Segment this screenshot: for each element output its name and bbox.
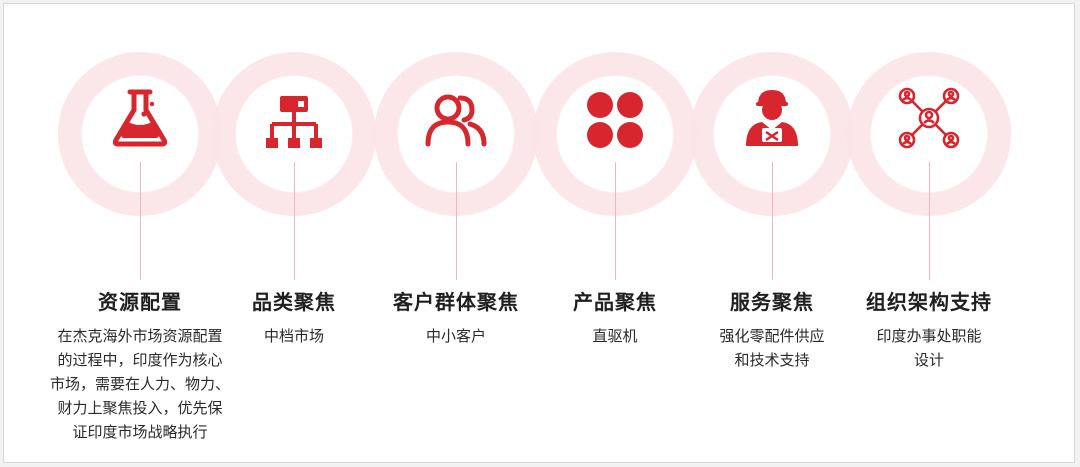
description-line: 的过程中，印度作为核心	[57, 351, 223, 369]
connector-line-3	[456, 162, 457, 280]
item-description: 在杰克海外市场资源配置 的过程中，印度作为核心 市场，需要在人力、物力、 财力上…	[45, 324, 235, 444]
connector-line-5	[772, 162, 773, 280]
item-title: 品类聚焦	[252, 290, 336, 314]
item-title: 产品聚焦	[573, 290, 657, 314]
flask-icon	[108, 86, 172, 150]
description-line: 财力上聚焦投入，优先保	[57, 399, 223, 417]
connector-line-2	[294, 162, 295, 280]
connector-line-1	[140, 162, 141, 280]
connector-line-6	[929, 162, 930, 280]
item-title: 服务聚焦	[730, 290, 814, 314]
description-line: 中小客户	[425, 327, 486, 345]
service-technician-icon	[740, 86, 804, 150]
item-description: 中档市场	[199, 324, 389, 348]
description-line: 在杰克海外市场资源配置	[57, 327, 223, 345]
item-title: 客户群体聚焦	[393, 290, 519, 314]
item-description: 直驱机	[520, 324, 710, 348]
description-line: 和技术支持	[734, 351, 810, 369]
item-description: 强化零配件供应 和技术支持	[677, 324, 867, 372]
description-line: 市场，需要在人力、物力、	[49, 375, 230, 393]
item-description: 中小客户	[361, 324, 551, 348]
grid-four-icon	[583, 88, 647, 152]
user-group-icon	[424, 88, 488, 152]
item-title: 资源配置	[98, 290, 182, 314]
description-line: 中档市场	[263, 327, 324, 345]
diagram-frame: 资源配置 品类聚焦 客户群体聚焦 产品聚焦 服务聚焦 组织架构支持 在杰克海外市…	[3, 3, 1075, 463]
description-line: 印度办事处职能	[876, 327, 982, 345]
description-line: 证印度市场战略执行	[72, 423, 208, 441]
item-description: 印度办事处职能 设计	[834, 324, 1024, 372]
connector-line-4	[615, 162, 616, 280]
description-line: 设计	[913, 351, 944, 369]
network-people-icon	[897, 86, 961, 150]
item-title: 组织架构支持	[866, 290, 992, 314]
description-line: 强化零配件供应	[719, 327, 825, 345]
hierarchy-icon	[262, 92, 326, 156]
description-line: 直驱机	[592, 327, 638, 345]
